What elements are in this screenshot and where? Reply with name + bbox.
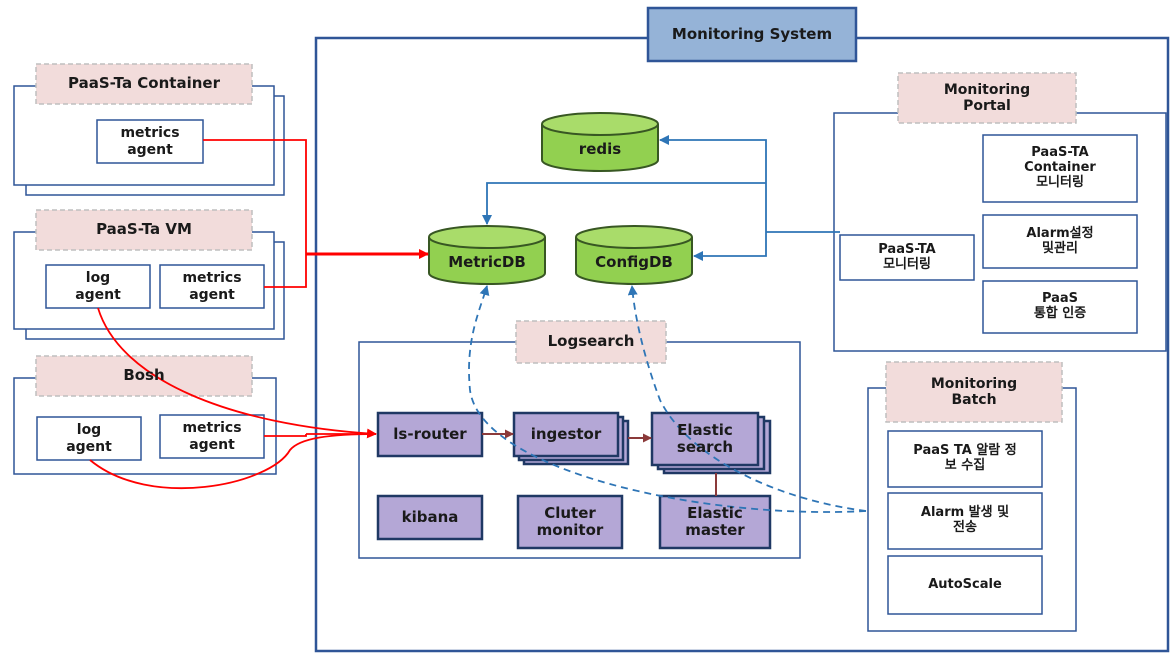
vm-log-flow: [97, 307, 377, 439]
bosh-log-flow: [89, 433, 377, 489]
ls-router-label: ls-router: [393, 424, 467, 443]
portal-to-redis-arrow: [659, 135, 767, 232]
batch-autoscale-box: [887, 555, 1043, 615]
portal-title-box: [897, 72, 1077, 124]
batch-autoscale: AutoScale: [928, 576, 1002, 592]
bosh-metrics-agent: metrics agent: [182, 420, 242, 453]
vm-group-title: PaaS-Ta VM: [96, 220, 192, 239]
ingestor-label: ingestor: [530, 424, 602, 443]
bosh-group-title: Bosh: [123, 366, 165, 385]
ls-router-box: [376, 411, 484, 458]
vm-title-box: [35, 209, 253, 251]
container-group-title: PaaS-Ta Container: [68, 74, 220, 93]
vm-metrics-agent: metrics agent: [182, 270, 242, 303]
portal-to-configdb-arrow: [693, 232, 767, 261]
vm-log-agent-box: [45, 264, 151, 309]
portal-container-monitoring-box: [982, 134, 1138, 203]
portal-alarm-settings: Alarm설정 및관리: [1026, 225, 1094, 256]
portal-title: Monitoring Portal: [943, 81, 1031, 114]
kibana-box: [376, 494, 484, 541]
portal-alarm-settings-box: [982, 214, 1138, 269]
batch-to-configdb-dashed: [627, 285, 867, 512]
metricdb-cylinder: [428, 225, 546, 285]
batch-alarm-send: Alarm 발생 및 전송: [920, 505, 1010, 535]
ingestor-box: [512, 411, 620, 458]
bosh-log-agent: log agent: [66, 422, 112, 455]
elastic-master-label: Elastic master: [685, 503, 745, 539]
cluster-monitor-box: [516, 494, 624, 550]
configdb-label: ConfigDB: [595, 253, 673, 272]
monitoring-system-title-box: [646, 6, 858, 63]
batch-title-box: [885, 361, 1063, 423]
batch-title: Monitoring Batch: [930, 375, 1018, 408]
portal-paas-monitoring-box: [839, 234, 975, 281]
portal-container-monitoring: PaaS-TA Container 모니터링: [1024, 145, 1096, 190]
elastic-search-box: [650, 411, 760, 467]
logsearch-title: Logsearch: [547, 332, 635, 351]
redis-cylinder: [541, 112, 659, 172]
portal-paas-monitoring: PaaS-TA 모니터링: [878, 241, 936, 272]
bosh-log-agent-box: [36, 416, 142, 461]
container-metrics-agent: metrics agent: [120, 125, 180, 158]
bosh-title-box: [35, 355, 253, 397]
monitoring-system-title: Monitoring System: [671, 24, 833, 43]
portal-paas-auth: PaaS 통합 인증: [1033, 291, 1087, 321]
redis-label: redis: [578, 140, 622, 159]
portal-to-metricdb-arrow: [482, 182, 766, 225]
batch-alarm-collect: PaaS TA 알람 정 보 수집: [913, 443, 1017, 473]
configdb-cylinder: [575, 225, 693, 285]
container-metrics-flow: [203, 139, 307, 254]
portal-paas-auth-box: [982, 280, 1138, 334]
cluster-monitor-label: Cluter monitor: [536, 503, 604, 539]
elastic-search-label: Elastic search: [676, 420, 734, 456]
batch-alarm-send-box: [887, 492, 1043, 550]
batch-to-metricdb-dashed: [468, 285, 867, 513]
container-title-box: [35, 63, 253, 105]
vm-metrics-flow: [264, 254, 307, 288]
vm-log-agent: log agent: [75, 270, 121, 303]
kibana-label: kibana: [401, 507, 459, 526]
metricdb-label: MetricDB: [448, 253, 526, 272]
container-metrics-agent-box: [96, 119, 204, 164]
batch-alarm-collect-box: [887, 430, 1043, 488]
elastic-master-box: [658, 494, 772, 550]
